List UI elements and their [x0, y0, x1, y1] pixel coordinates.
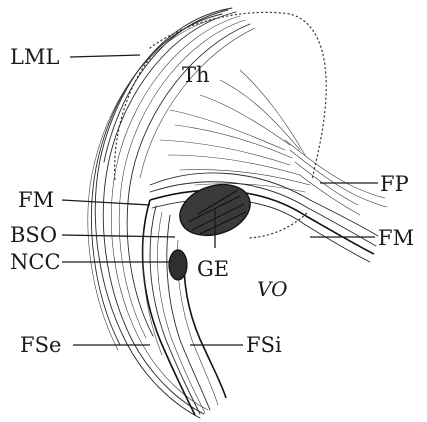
label-fsi: FSi	[246, 333, 282, 357]
label-fm-left: FM	[18, 188, 54, 212]
label-fp: FP	[380, 172, 409, 196]
label-vo: VO	[257, 277, 288, 301]
ge-dotted-boundary	[250, 212, 308, 238]
leader-lml	[70, 55, 140, 57]
label-bso: BSO	[10, 223, 57, 247]
leader-fm-left	[62, 200, 150, 205]
label-fm-right: FM	[378, 226, 414, 250]
label-fse: FSe	[20, 333, 61, 357]
ncc-nucleus	[169, 250, 187, 280]
lml-dotted-inner	[115, 58, 150, 180]
label-ncc: NCC	[10, 250, 61, 274]
label-th: Th	[182, 63, 210, 87]
label-ge: GE	[197, 257, 229, 281]
label-lml: LML	[10, 45, 59, 69]
